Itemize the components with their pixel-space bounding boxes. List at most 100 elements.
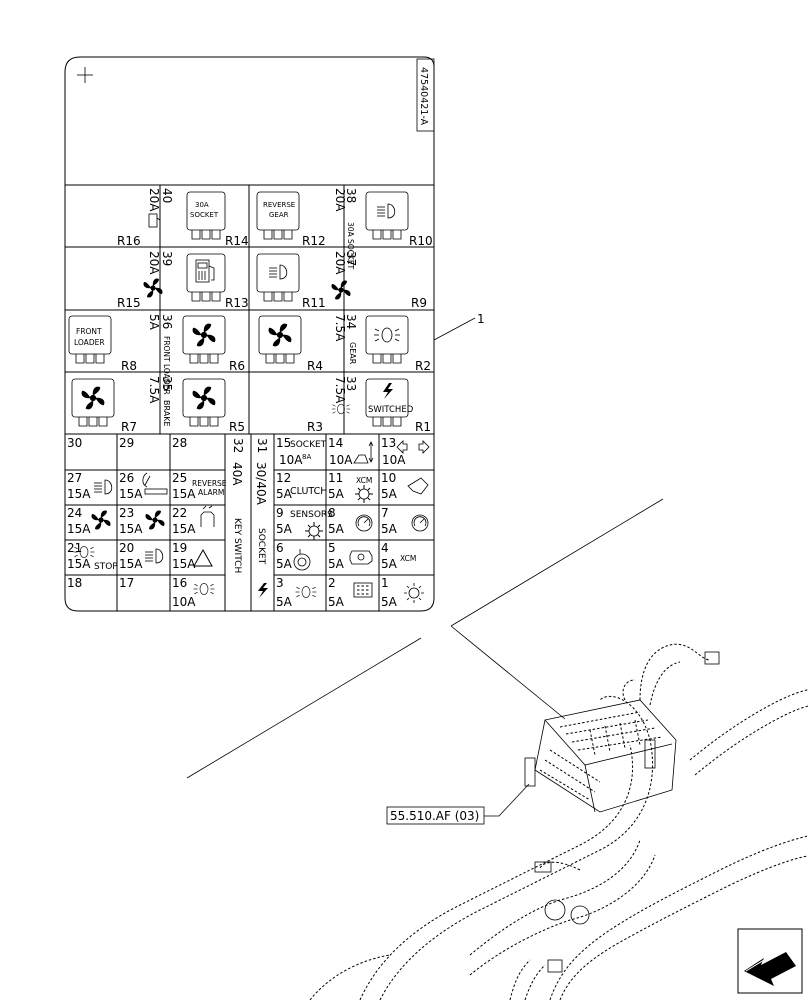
fuse-5: 5 [328, 541, 336, 555]
fuse-40-num: 40 [160, 188, 174, 203]
gauge-icon [411, 514, 429, 532]
fuse-6: 6 [276, 541, 284, 555]
fuse-4: 4 [381, 541, 389, 555]
reference-box[interactable] [386, 806, 485, 825]
vertical-fuses: 40 20A 38 20A 39 20A 37 20A 36 5A 34 7.5… [147, 188, 358, 404]
relay-r9: R9 [411, 296, 427, 310]
fuse-38-num: 38 [344, 188, 358, 203]
fuse-20: 20 [119, 541, 134, 555]
fuse-40-amp: 20A [147, 188, 161, 212]
fuse-20-amp: 15A [119, 557, 143, 571]
fuse-24: 24 [67, 506, 82, 520]
fuse-24-amp: 15A [67, 522, 91, 536]
fuse-12-note: CLUTCH [290, 486, 327, 497]
fuse-12: 12 [276, 471, 291, 485]
relay-r16: R16 [117, 234, 141, 248]
sun-icon [404, 583, 424, 603]
fuse-25-note-2: ALARM [198, 488, 224, 497]
grid-lines [65, 184, 434, 611]
wiper-icon [200, 505, 215, 527]
relay-r15: R15 [117, 296, 141, 310]
reference-label[interactable]: 55.510.AF (03) [390, 809, 479, 823]
vertical-fuse-notes: 30A SOCKET FRONT LOADER GEAR BRAKE [162, 222, 357, 427]
fuse-30: 30 [67, 436, 82, 450]
relay-r8-label-1: FRONT [76, 327, 102, 336]
fuse-7-amp: 5A [381, 522, 398, 536]
fuse-ratings: 10A 10A 10A 15A 15A 15A 5A 5A 5A 15A 15A… [67, 453, 406, 609]
fuse-1-amp: 5A [381, 595, 398, 609]
fuse-23-amp: 15A [119, 522, 143, 536]
fuse-39-num: 39 [160, 251, 174, 266]
relay-r1-label: SWITCHED [368, 405, 414, 415]
fuse-37-num: 37 [344, 251, 358, 266]
fuse-32-amp: 40A [230, 462, 244, 486]
headlight-icon [144, 548, 164, 564]
fuse-15-note: SOCKET [290, 440, 327, 450]
next-page-button[interactable] [737, 928, 803, 994]
hazard-icon [193, 548, 213, 567]
fuse-33-amp: 7.5A [333, 376, 347, 404]
fuse-35-num: 35 [160, 376, 174, 391]
fan-icon [268, 323, 292, 347]
fuse-26: 26 [119, 471, 134, 485]
arrow-icon [396, 440, 430, 454]
fuse-25-note-1: REVERSE [192, 479, 227, 488]
fuse-32-num: 32 [231, 438, 245, 453]
hex-icon [407, 477, 429, 495]
relay-r12-label-2: GEAR [269, 211, 289, 219]
headlight-icon [268, 264, 288, 280]
fuel-pump-icon [195, 259, 215, 283]
relay-r10: R10 [409, 234, 433, 248]
fuse-38-note: 30A SOCKET [346, 222, 355, 270]
fuse-25: 25 [172, 471, 187, 485]
fuse-8: 8 [328, 506, 336, 520]
seat-adjust-icon [353, 441, 374, 464]
fuse-36-num: 36 [160, 314, 174, 329]
bolt-icon [383, 383, 393, 399]
fuse-4-amp: 5A [381, 557, 398, 571]
fuse-39-amp: 20A [147, 251, 161, 275]
fuse-38-amp: 20A [333, 188, 347, 212]
bolt-icon [258, 583, 268, 598]
relay-r5: R5 [229, 420, 245, 434]
beacon-icon [373, 327, 401, 343]
fuse-27: 27 [67, 471, 82, 485]
fuse-21: 21 [67, 541, 82, 555]
fuse-13: 13 [381, 436, 396, 450]
fuse-8-amp: 5A [328, 522, 345, 536]
fuse-25-amp: 15A [172, 487, 196, 501]
fuse-14: 14 [328, 436, 343, 450]
fuse-29: 29 [119, 436, 134, 450]
fuse-31-amp: 30/40A [254, 462, 268, 506]
relay-r12: R12 [302, 234, 326, 248]
fuse-16: 16 [172, 576, 187, 590]
fuse-27-amp: 15A [67, 487, 91, 501]
fuse-notes: SOCKET 8A REVERSE ALARM CLUTCH XCM SENSO… [94, 440, 416, 572]
fan-icon [91, 510, 111, 530]
relay-r7: R7 [121, 420, 137, 434]
relay-r12-label-1: REVERSE [263, 201, 295, 209]
harness-sketch [309, 643, 808, 1000]
fuse-36-note: FRONT LOADER [162, 336, 171, 395]
relay-r8: R8 [121, 359, 137, 373]
fuse-18: 18 [67, 576, 82, 590]
fuse-9-note: SENSORS [290, 510, 333, 520]
gear-icon [354, 484, 374, 504]
relay-r6: R6 [229, 359, 245, 373]
fan-icon [331, 280, 351, 300]
fuse-7: 7 [381, 506, 389, 520]
fan-icon [192, 323, 216, 347]
fan-icon [192, 386, 216, 410]
relay-r14-label-1: 30A [195, 201, 209, 209]
big-fuses: 32 40A KEY SWITCH 31 30/40A SOCKET [230, 438, 269, 573]
fuse-6-amp: 5A [276, 557, 293, 571]
fuse-1: 1 [381, 576, 389, 590]
fuse-26-amp: 15A [119, 487, 143, 501]
fuse-11: 11 [328, 471, 343, 485]
fuse-17: 17 [119, 576, 134, 590]
beacon-icon [193, 583, 215, 595]
relay-labels: R16 R14 R12 R10 R15 R13 R11 R9 R8 R6 R4 … [117, 234, 433, 434]
fuse-2-amp: 5A [328, 595, 345, 609]
fuse-21-amp: 15A [67, 557, 91, 571]
fuse-22: 22 [172, 506, 187, 520]
